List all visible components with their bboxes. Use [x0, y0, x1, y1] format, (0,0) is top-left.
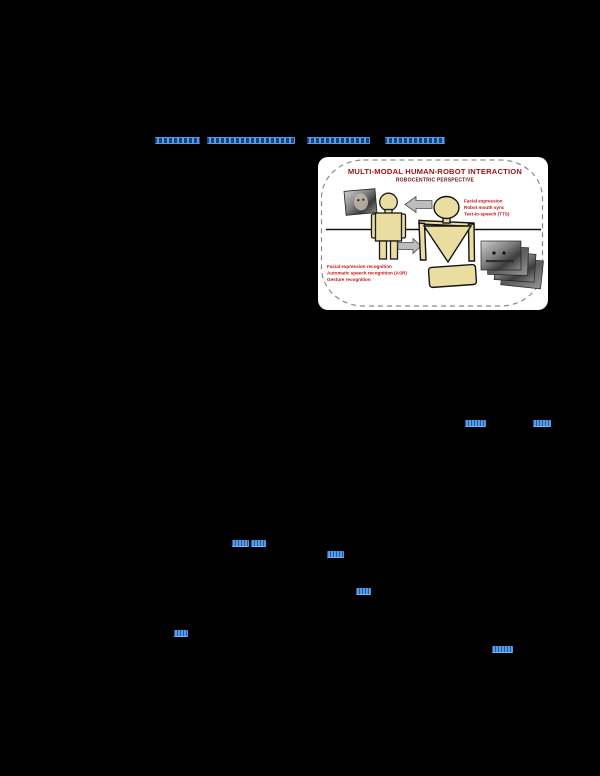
- robot-pictogram: [418, 195, 478, 289]
- arrow-right-icon: [397, 237, 422, 255]
- human-pictogram: [370, 192, 407, 260]
- robot-label-3: Text-to-speech (TTS): [464, 212, 510, 217]
- hri-figure: MULTI-MODAL HUMAN-ROBOT INTERACTION ROBO…: [318, 157, 548, 310]
- robot-label-2: Robot mouth sync: [464, 205, 505, 210]
- perception-label-2: Automatic speech recognition (ASR): [327, 271, 407, 276]
- face-photo-icon: [343, 188, 378, 216]
- inline-citation-link-8[interactable]: [492, 646, 513, 653]
- inline-citation-link-5[interactable]: [327, 551, 344, 558]
- photo-stack-icon: [480, 240, 544, 290]
- robot-label-1: Facial expression: [464, 199, 503, 204]
- author-email-link-2[interactable]: [207, 137, 295, 144]
- author-email-link-3[interactable]: [307, 137, 370, 144]
- inline-citation-link-1[interactable]: [465, 420, 486, 427]
- figure-title: MULTI-MODAL HUMAN-ROBOT INTERACTION: [348, 167, 522, 176]
- hri-figure-svg: MULTI-MODAL HUMAN-ROBOT INTERACTION ROBO…: [318, 157, 548, 310]
- arrow-left-icon: [404, 195, 433, 214]
- figure-subtitle: ROBOCENTRIC PERSPECTIVE: [396, 178, 475, 184]
- author-email-link-1[interactable]: [155, 137, 200, 144]
- inline-citation-link-2[interactable]: [533, 420, 551, 427]
- inline-citation-link-3[interactable]: [232, 540, 249, 547]
- inline-citation-link-7[interactable]: [174, 630, 188, 637]
- robot-output-labels: Facial expression Robot mouth sync Text-…: [464, 199, 510, 217]
- inline-citation-link-6[interactable]: [356, 588, 371, 595]
- author-email-link-4[interactable]: [385, 137, 445, 144]
- robot-perception-labels: Facial expression recognition Automatic …: [327, 264, 407, 282]
- perception-label-3: Gesture recognition: [327, 277, 371, 282]
- perception-label-1: Facial expression recognition: [327, 264, 392, 269]
- inline-citation-link-4[interactable]: [251, 540, 266, 547]
- figure-dashed-border: [320, 159, 544, 307]
